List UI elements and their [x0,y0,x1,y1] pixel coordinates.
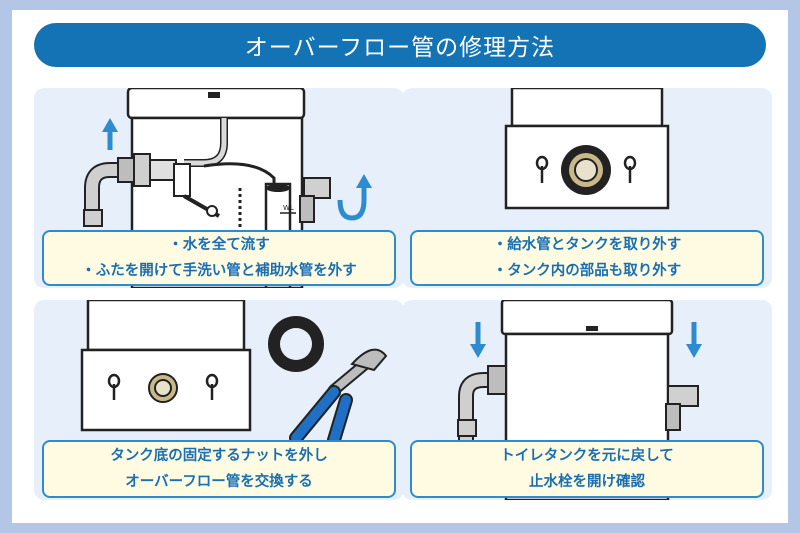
step-caption-3: タンク底の固定するナットを外し オーバーフロー管を交換する [42,440,396,498]
step-caption-2: ・給水管とタンクを取り外す ・タンク内の部品も取り外す [410,230,764,286]
step-caption-1: ・水を全て流す ・ふたを開けて手洗い管と補助水管を外す [42,230,396,286]
step-4-line-2: 止水栓を開け確認 [529,474,645,490]
tank-removed-illustration [504,88,670,210]
page-title: オーバーフロー管の修理方法 [34,23,766,67]
step-panel-4: トイレタンクを元に戻して 止水栓を開け確認 [402,300,772,500]
tank-open-illustration: WL [83,88,372,288]
illustration-frame: オーバーフロー管の修理方法 [12,10,788,523]
step-3-line-2: オーバーフロー管を交換する [125,474,313,490]
step-1-line-2: ・ふたを開けて手洗い管と補助水管を外す [81,263,357,279]
step-panel-3: タンク底の固定するナットを外し オーバーフロー管を交換する [34,300,404,500]
step-1-line-1: ・水を全て流す [168,237,270,253]
step-3-line-1: タンク底の固定するナットを外し [110,448,328,464]
water-level-mark: WL [283,204,294,212]
step-2-line-2: ・タンク内の部品も取り外す [492,263,682,279]
step-panel-2: ・給水管とタンクを取り外す ・タンク内の部品も取り外す [402,88,772,288]
step-4-line-1: トイレタンクを元に戻して [500,448,674,464]
step-caption-4: トイレタンクを元に戻して 止水栓を開け確認 [410,440,764,498]
nut-removal-illustration [80,300,388,447]
step-2-line-1: ・給水管とタンクを取り外す [492,237,682,253]
step-panel-1: WL ・水を全て流す ・ふたを開けて手洗い管と補助水管を外す [34,88,404,288]
